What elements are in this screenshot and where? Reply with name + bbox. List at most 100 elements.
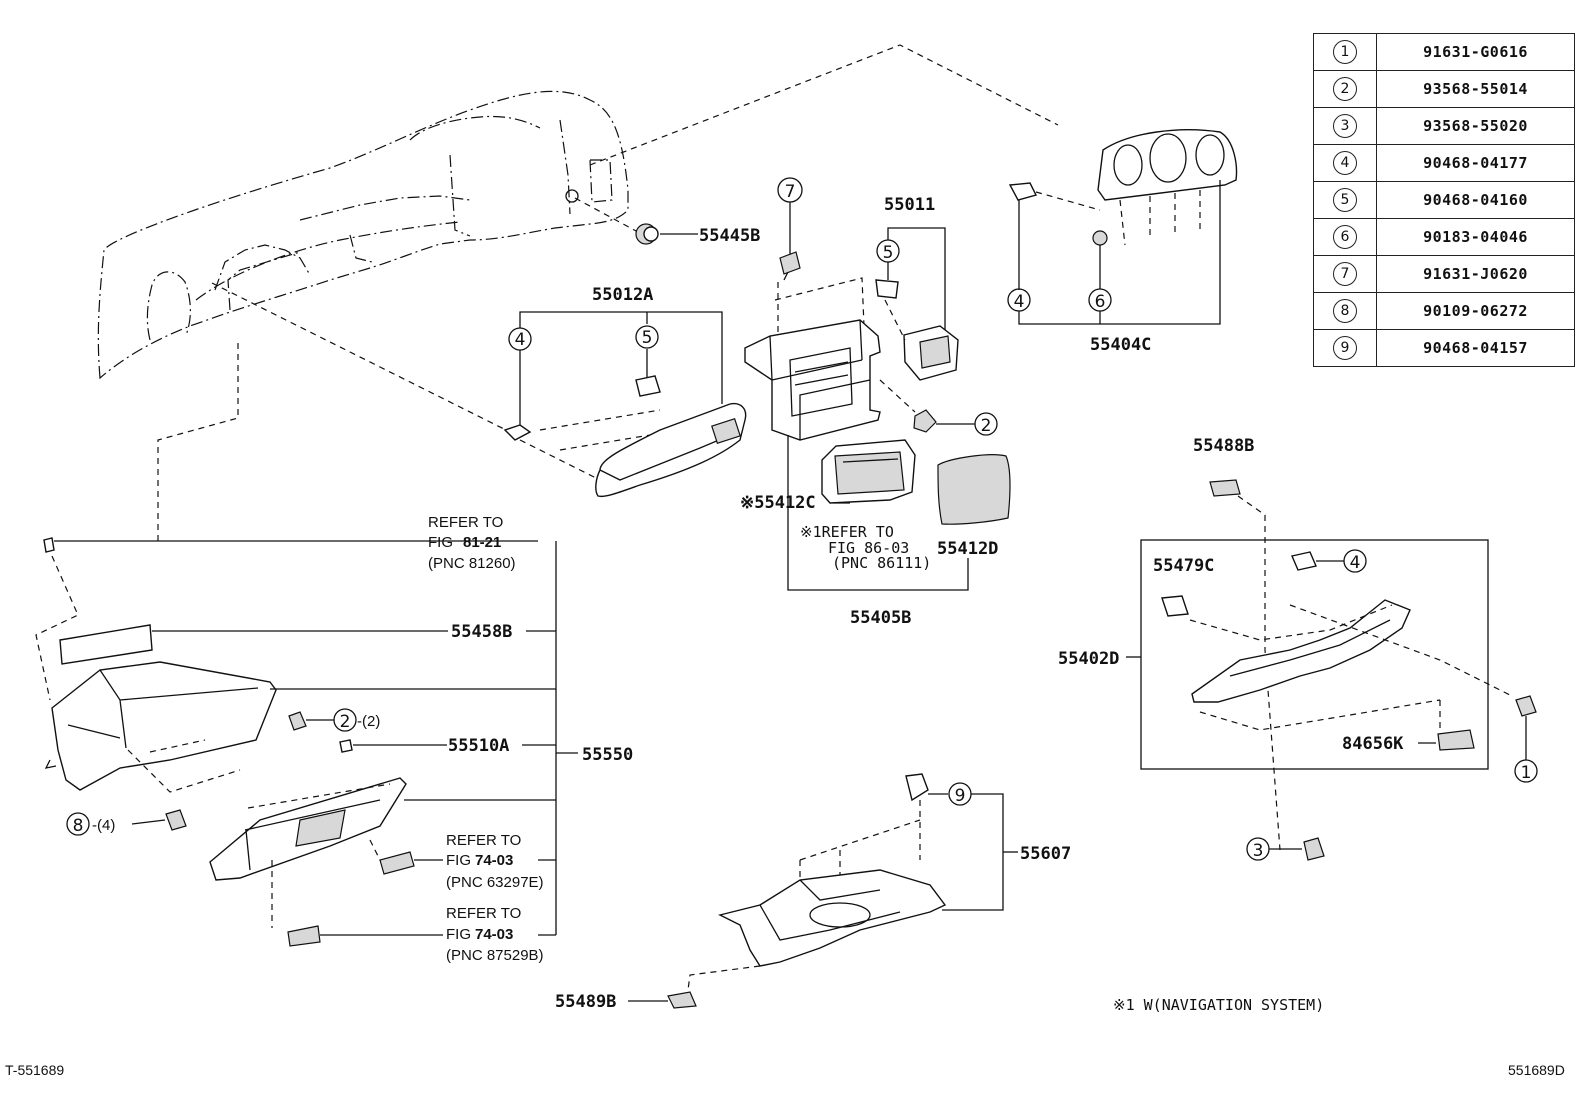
ref2-line1: REFER TO — [446, 832, 521, 849]
parts-table-row: 7 91631-J0620 — [1313, 255, 1575, 293]
index-circle: 6 — [1333, 225, 1357, 249]
callout-2b: 2 — [340, 712, 351, 732]
part-55412D: 55412D — [937, 454, 1011, 559]
ref1-num: 81-21 — [463, 534, 501, 551]
nav-ref-line1: ※1REFER TO — [800, 523, 894, 541]
parts-table-part-number: 93568-55014 — [1376, 70, 1575, 108]
nav-ref-pnc: (PNC 86111) — [832, 554, 931, 572]
parts-table-index: 9 — [1313, 329, 1377, 367]
parts-table-index: 4 — [1313, 144, 1377, 182]
callout-2a: 2 — [981, 416, 992, 436]
nav-ref-fig: FIG 86-03 — [828, 539, 909, 557]
guide-lines — [35, 44, 1059, 701]
parts-table-row: 8 90109-06272 — [1313, 292, 1575, 330]
parts-table-part-number: 91631-G0616 — [1376, 33, 1575, 71]
ref3-fig: FIG — [446, 926, 471, 943]
footnote-navigation: ※1 W(NAVIGATION SYSTEM) — [1113, 996, 1324, 1014]
label-55402D: 55402D — [1058, 649, 1119, 669]
label-84656K: 84656K — [1342, 734, 1404, 754]
callout-7: 7 — [785, 182, 796, 202]
label-55012A: 55012A — [592, 285, 653, 305]
qty-2: -(2) — [357, 713, 380, 730]
part-55404C: 4 6 55404C — [1007, 129, 1238, 355]
part-55405B: 55405B — [787, 435, 969, 628]
ref1-pnc: (PNC 81260) — [428, 555, 516, 572]
index-circle: 9 — [1333, 336, 1357, 360]
label-55445B: 55445B — [699, 226, 760, 246]
ref3-line1: REFER TO — [446, 905, 521, 922]
parts-table-row: 9 90468-04157 — [1313, 329, 1575, 367]
ref2-pnc: (PNC 63297E) — [446, 874, 544, 891]
parts-table-row: 4 90468-04177 — [1313, 144, 1575, 182]
code-left: T-551689 — [5, 1062, 64, 1078]
parts-table-index: 8 — [1313, 292, 1377, 330]
part-55402D-box: 55488B 55479C 4 84656K 55402D — [1058, 436, 1511, 851]
callout-5a: 5 — [642, 328, 653, 348]
label-55404C: 55404C — [1090, 335, 1151, 355]
part-55445B: 55445B — [635, 223, 760, 246]
callout-4a: 4 — [515, 330, 526, 350]
ref1-line1: REFER TO — [428, 514, 503, 531]
part-clip-3: 3 — [1246, 837, 1325, 861]
parts-table-part-number: 93568-55020 — [1376, 107, 1575, 145]
parts-table-part-number: 90468-04157 — [1376, 329, 1575, 367]
index-circle: 4 — [1333, 151, 1357, 175]
part-55607: 9 55607 55489B — [555, 773, 1071, 1012]
index-circle: 3 — [1333, 114, 1357, 138]
parts-table-index: 7 — [1313, 255, 1377, 293]
parts-table-index: 6 — [1313, 218, 1377, 256]
qty-4: -(4) — [92, 817, 115, 834]
dashboard-outline — [97, 90, 629, 380]
label-55489B: 55489B — [555, 992, 616, 1012]
parts-number-table: 1 91631-G0616 2 93568-55014 3 93568-55020 4 904… — [1313, 33, 1575, 367]
label-55458B: 55458B — [451, 622, 512, 642]
callout-9: 9 — [955, 786, 966, 806]
parts-table-index: 3 — [1313, 107, 1377, 145]
part-55412C: ※55412C ※1REFER TO FIG 86-03 (PNC 86111) — [740, 439, 931, 572]
label-55607: 55607 — [1020, 844, 1071, 864]
ref2-num: 74-03 — [475, 852, 513, 869]
part-55550-assembly: REFER TO FIG 81-21 (PNC 81260) 55458B 2 … — [43, 514, 633, 964]
label-55550: 55550 — [582, 745, 633, 765]
index-circle: 7 — [1333, 262, 1357, 286]
label-55405B: 55405B — [850, 608, 911, 628]
ref2-fig: FIG — [446, 852, 471, 869]
label-55479C: 55479C — [1153, 556, 1214, 576]
parts-table-part-number: 90183-04046 — [1376, 218, 1575, 256]
parts-table-index: 2 — [1313, 70, 1377, 108]
parts-table-row: 2 93568-55014 — [1313, 70, 1575, 108]
callout-3: 3 — [1253, 841, 1264, 861]
code-right: 551689D — [1508, 1062, 1565, 1078]
ref3-num: 74-03 — [475, 926, 513, 943]
part-bolt-1: 1 — [1514, 695, 1538, 783]
parts-table-row: 3 93568-55020 — [1313, 107, 1575, 145]
index-circle: 1 — [1333, 40, 1357, 64]
callout-4b: 4 — [1014, 292, 1025, 312]
parts-table-part-number: 90109-06272 — [1376, 292, 1575, 330]
label-55412C: ※55412C — [740, 493, 816, 513]
label-55510A: 55510A — [448, 736, 509, 756]
parts-table-index: 5 — [1313, 181, 1377, 219]
parts-table-part-number: 90468-04160 — [1376, 181, 1575, 219]
callout-8: 8 — [73, 816, 84, 836]
ref1-fig: FIG — [428, 534, 453, 551]
callout-4c: 4 — [1350, 553, 1361, 573]
part-screw-2: 2 — [879, 379, 998, 436]
parts-table-index: 1 — [1313, 33, 1377, 71]
callout-5b: 5 — [883, 243, 894, 263]
ref3-pnc: (PNC 87529B) — [446, 947, 544, 964]
label-55488B: 55488B — [1193, 436, 1254, 456]
index-circle: 8 — [1333, 299, 1357, 323]
part-55012A: 55012A 4 5 — [503, 285, 747, 498]
parts-table-part-number: 91631-J0620 — [1376, 255, 1575, 293]
part-center-bracket — [744, 319, 881, 441]
parts-table-part-number: 90468-04177 — [1376, 144, 1575, 182]
parts-table-row: 1 91631-G0616 — [1313, 33, 1575, 71]
label-55412D: 55412D — [937, 539, 998, 559]
part-55011: 55011 5 — [774, 195, 959, 381]
index-circle: 2 — [1333, 77, 1357, 101]
callout-6: 6 — [1095, 292, 1106, 312]
